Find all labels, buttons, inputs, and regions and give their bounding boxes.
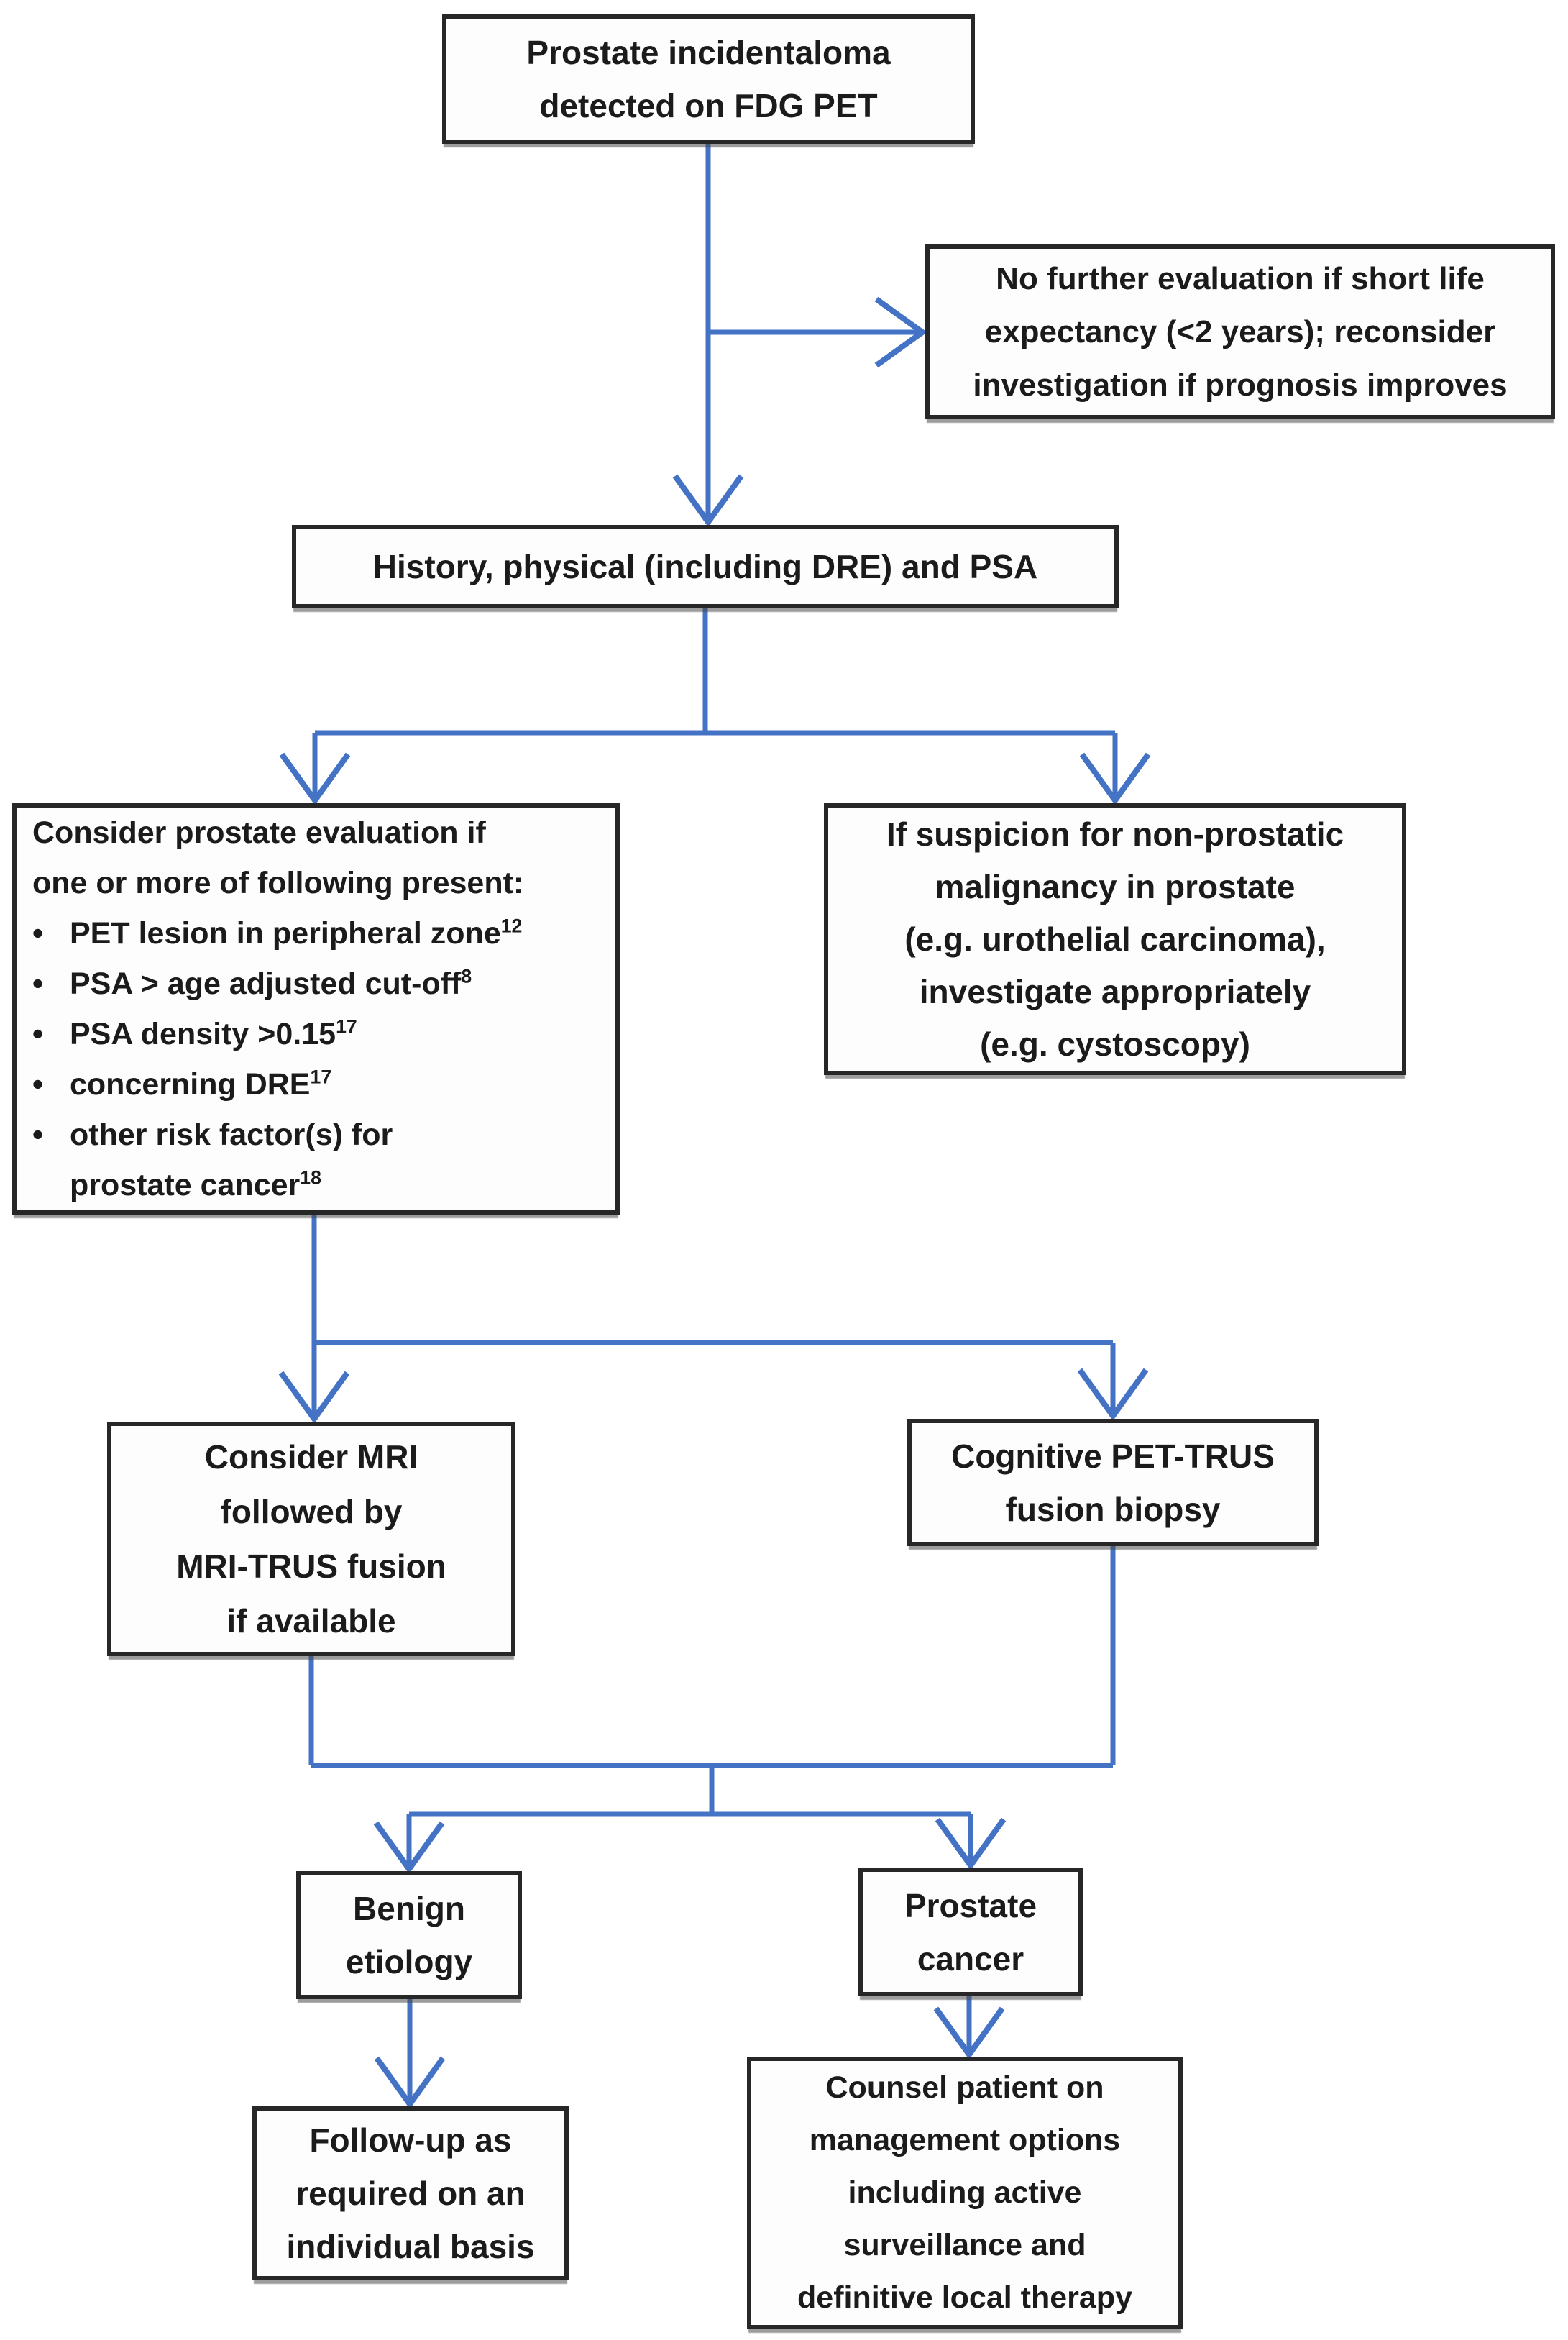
- node-text: Consider MRI followed by MRI-TRUS fusion…: [176, 1438, 446, 1640]
- node-non-prostatic-malignancy: If suspicion for non-prostatic malignanc…: [824, 803, 1406, 1075]
- node-no-further-evaluation: No further evaluation if short life expe…: [925, 244, 1555, 419]
- bullet-marker: •: [32, 1017, 44, 1051]
- arrowhead-into-benign: [373, 1821, 445, 1874]
- node-history-physical-psa: History, physical (including DRE) and PS…: [292, 525, 1119, 608]
- bullet-marker: •: [32, 1118, 44, 1152]
- node-text: If suspicion for non-prostatic malignanc…: [886, 815, 1344, 1063]
- node-text: Prostate incidentaloma detected on FDG P…: [526, 34, 891, 124]
- list-item-text: PSA density >0.15: [70, 1017, 336, 1051]
- reference-superscript: 12: [500, 915, 523, 937]
- bullet-marker: •: [32, 1067, 44, 1102]
- arrowhead-into-followup: [374, 2056, 446, 2109]
- list-item-text: concerning DRE: [70, 1067, 311, 1102]
- node-text: Cognitive PET-TRUS fusion biopsy: [951, 1437, 1275, 1528]
- node-text: Benign etiology: [345, 1890, 473, 1980]
- list-item: • PET lesion in peripheral zone12: [32, 908, 605, 959]
- reference-superscript: 18: [300, 1166, 321, 1189]
- arrowhead-into-noeval: [874, 296, 927, 368]
- list-item-text: other risk factor(s) for prostate cancer: [70, 1118, 393, 1202]
- node-text: No further evaluation if short life expe…: [973, 260, 1508, 403]
- list-item: • other risk factor(s) for prostate canc…: [32, 1110, 605, 1210]
- bullet-marker: •: [32, 916, 44, 951]
- reference-superscript: 17: [310, 1066, 332, 1088]
- criteria-list: • PET lesion in peripheral zone12 • PSA …: [32, 908, 605, 1210]
- list-item: • PSA > age adjusted cut-off8: [32, 959, 605, 1009]
- list-item: • PSA density >0.1517: [32, 1009, 605, 1059]
- list-item-text: PET lesion in peripheral zone: [70, 916, 501, 951]
- list-item: • concerning DRE17: [32, 1059, 605, 1110]
- node-consider-prostate-evaluation: Consider prostate evaluation if one or m…: [12, 803, 620, 1215]
- arrowhead-into-counsel: [933, 2006, 1005, 2060]
- node-text: Prostate cancer: [904, 1886, 1037, 1978]
- reference-superscript: 17: [336, 1015, 357, 1038]
- node-followup: Follow-up as required on an individual b…: [252, 2106, 569, 2280]
- node-benign-etiology: Benign etiology: [296, 1871, 522, 1999]
- node-prostate-incidentaloma: Prostate incidentaloma detected on FDG P…: [442, 14, 975, 144]
- node-header: Consider prostate evaluation if one or m…: [32, 815, 524, 900]
- list-item-text: PSA > age adjusted cut-off: [70, 966, 462, 1001]
- node-cognitive-pet-trus-biopsy: Cognitive PET-TRUS fusion biopsy: [907, 1419, 1319, 1546]
- node-consider-mri: Consider MRI followed by MRI-TRUS fusion…: [107, 1422, 515, 1656]
- arrowhead-into-pca: [935, 1817, 1007, 1870]
- arrowhead-into-cognitive: [1077, 1368, 1149, 1421]
- arrowhead-into-consider: [279, 752, 351, 805]
- node-counsel-patient: Counsel patient on management options in…: [747, 2057, 1183, 2329]
- reference-superscript: 8: [461, 965, 472, 987]
- node-prostate-cancer: Prostate cancer: [858, 1868, 1083, 1996]
- arrowhead-into-history: [672, 474, 744, 527]
- node-text: History, physical (including DRE) and PS…: [372, 547, 1038, 585]
- bullet-marker: •: [32, 966, 44, 1001]
- arrowhead-into-nonprostatic: [1079, 752, 1151, 805]
- arrowhead-into-mri: [278, 1371, 350, 1424]
- node-text: Follow-up as required on an individual b…: [286, 2121, 535, 2265]
- node-text: Counsel patient on management options in…: [797, 2070, 1132, 2315]
